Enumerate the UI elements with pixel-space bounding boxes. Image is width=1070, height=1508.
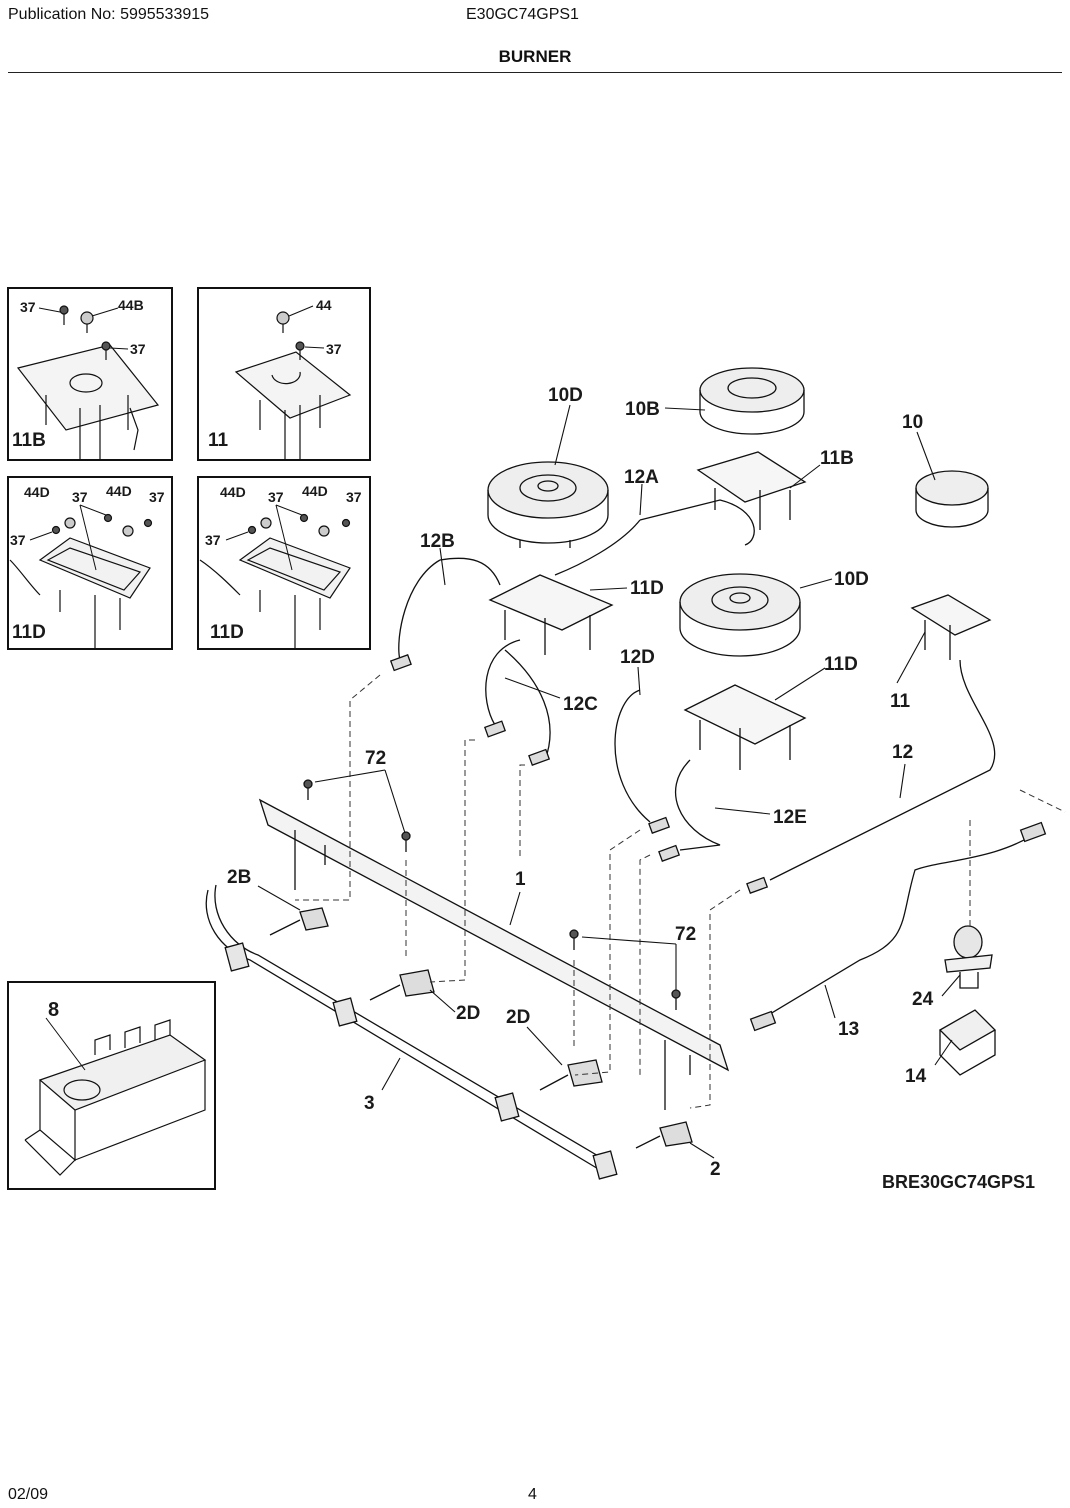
- inset-11d-b: 44D 37 44D 37 37 11D: [197, 476, 371, 650]
- label-37: 37: [149, 489, 165, 505]
- label-37: 37: [10, 532, 26, 548]
- callout-12c: 12C: [563, 694, 598, 715]
- callout-2b: 2B: [227, 867, 251, 888]
- callout-3: 3: [364, 1093, 375, 1114]
- callout-10d: 10D: [834, 569, 869, 590]
- callout-2d: 2D: [456, 1003, 480, 1024]
- page-title: BURNER: [498, 47, 572, 66]
- inset-title-11d: 11D: [12, 622, 46, 643]
- label-44d: 44D: [220, 484, 246, 500]
- callout-11d: 11D: [630, 578, 664, 599]
- diagram-code: BRE30GC74GPS1: [882, 1172, 1035, 1192]
- callout-12d: 12D: [620, 647, 655, 668]
- label-37: 37: [20, 299, 36, 315]
- callout-10: 10: [902, 412, 923, 433]
- inset-11: 44 37 11: [197, 287, 371, 461]
- inset-title-11d: 11D: [210, 622, 244, 643]
- header-divider: [8, 72, 1062, 73]
- inset-11d-a: 44D 37 44D 37 37 11D: [7, 476, 173, 650]
- main-assembly: [205, 367, 1047, 1180]
- page-number: 4: [528, 1486, 537, 1503]
- callout-10d: 10D: [548, 385, 583, 406]
- label-37: 37: [72, 489, 88, 505]
- label-37: 37: [130, 341, 146, 357]
- callout-12b: 12B: [420, 531, 455, 552]
- alignment-dashes: [295, 674, 1066, 1109]
- publication-date: 02/09: [8, 1486, 49, 1503]
- label-37: 37: [326, 341, 342, 357]
- label-8: 8: [48, 999, 59, 1021]
- callout-2: 2: [710, 1159, 721, 1180]
- callout-13: 13: [838, 1019, 859, 1040]
- inset-11b: 37 44B 37 11B: [7, 287, 173, 461]
- inset-title-11b: 11B: [12, 430, 46, 451]
- callout-11: 11: [890, 691, 911, 712]
- label-37: 37: [346, 489, 362, 505]
- publication-number: Publication No: 5995533915: [8, 6, 210, 23]
- burner-head-10d-left: [487, 461, 609, 548]
- callout-11d: 11D: [824, 654, 858, 675]
- callout-1: 1: [515, 869, 526, 890]
- callout-12a: 12A: [624, 467, 659, 488]
- callout-72: 72: [365, 748, 386, 769]
- callout-72: 72: [675, 924, 696, 945]
- label-44: 44: [316, 297, 332, 313]
- callout-labels: 10D 10B 10 11B 12A 12B 11D 10D 12D 11D 1…: [227, 385, 934, 1180]
- burner-head-10: [915, 470, 989, 528]
- label-37: 37: [268, 489, 284, 505]
- callout-2d: 2D: [506, 1007, 530, 1028]
- callout-12: 12: [892, 742, 913, 763]
- callout-12e: 12E: [773, 807, 807, 828]
- callout-24: 24: [912, 989, 934, 1010]
- inset-8-spark-module: 8: [7, 981, 216, 1190]
- callout-leaders: [257, 404, 961, 1159]
- callout-14: 14: [905, 1066, 927, 1087]
- inset-title-11: 11: [208, 430, 229, 451]
- burner-head-10d-right: [679, 573, 801, 657]
- label-44d: 44D: [24, 484, 50, 500]
- label-44d: 44D: [302, 483, 328, 499]
- label-37: 37: [205, 532, 221, 548]
- label-44b: 44B: [118, 297, 144, 313]
- callout-10b: 10B: [625, 399, 660, 420]
- model-number: E30GC74GPS1: [466, 6, 579, 23]
- callout-11b: 11B: [820, 448, 854, 469]
- label-44d: 44D: [106, 483, 132, 499]
- burner-head-10b: [699, 367, 805, 435]
